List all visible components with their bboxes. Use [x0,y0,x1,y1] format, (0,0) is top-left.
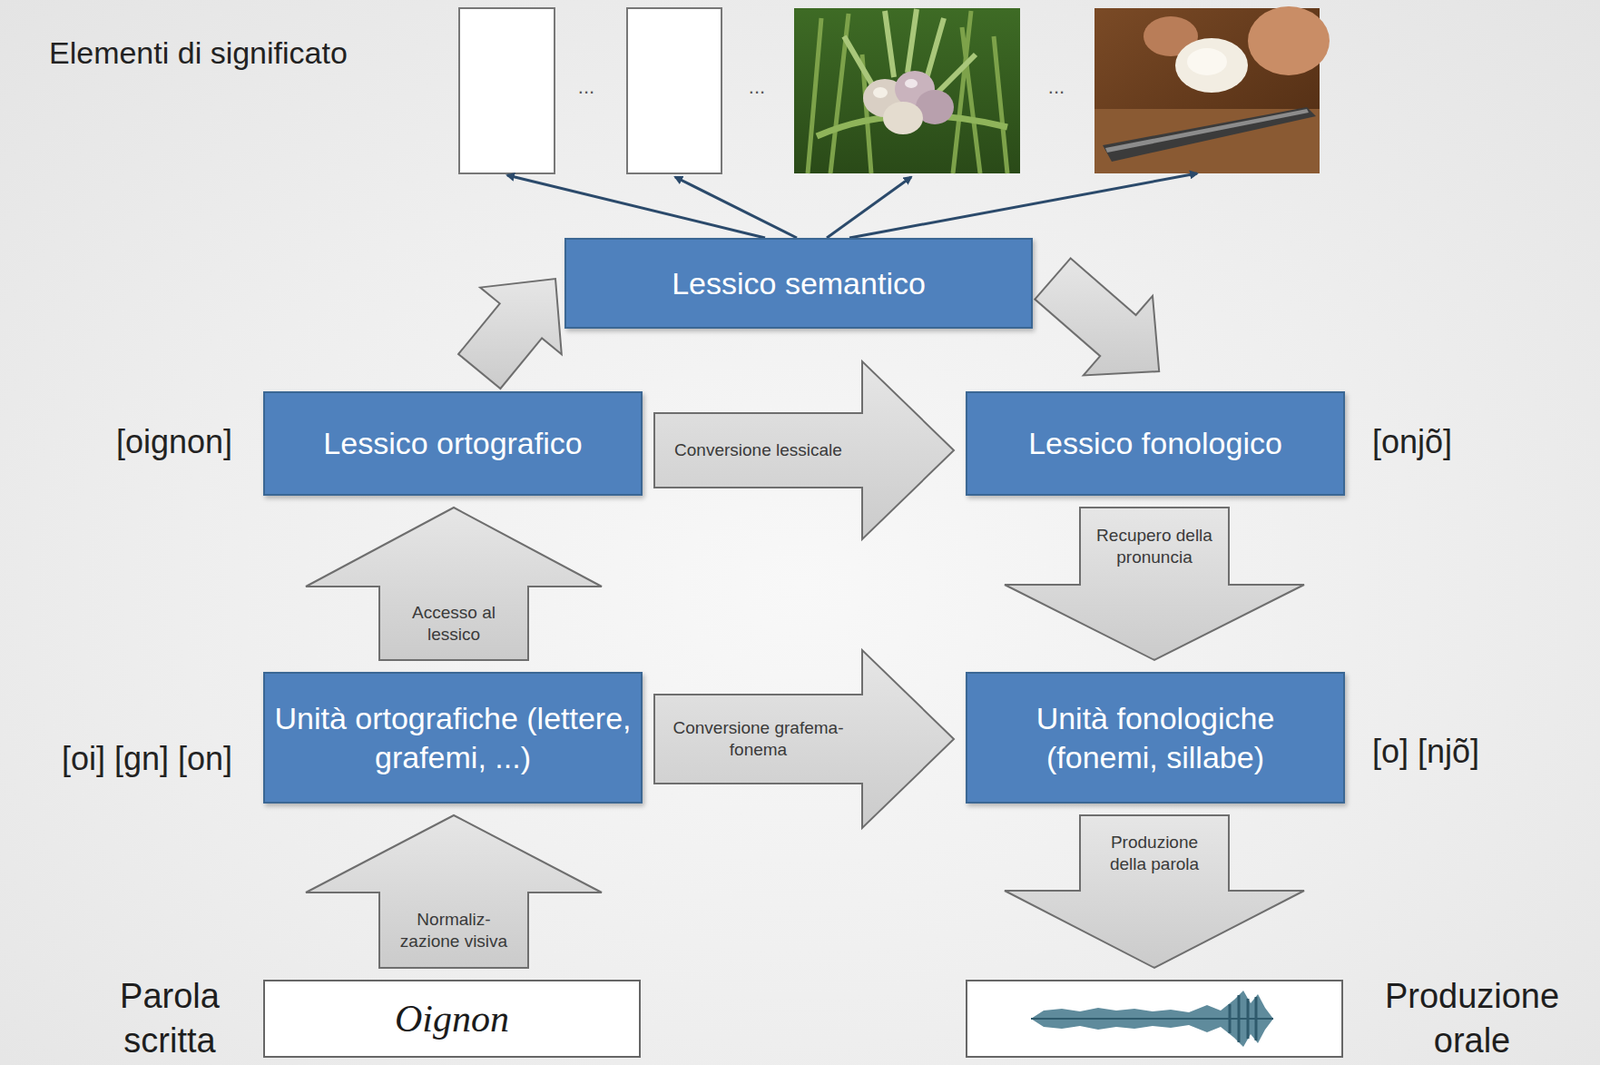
input-box: Parola scrittaOignon [263,979,641,1058]
sound-label: [onjõ] [1372,422,1453,462]
block-arrow [305,814,602,968]
ellipsis: ... [1048,75,1065,99]
units-box: Unità fonologiche (fonemi, sillabe) [965,671,1345,804]
arrow-label: Recupero della pronuncia [1095,524,1214,569]
block-arrow [458,278,562,389]
meaning-link [675,176,797,238]
meaning-link [849,173,1198,238]
spelling-label: [oignon] [116,422,233,462]
lexicon-box: Lessico semantico [564,237,1033,329]
output-box: Produzione orale [965,979,1344,1058]
block-arrow [654,649,954,828]
box-text: Lessico ortografico [323,423,582,463]
ellipsis: ... [748,75,766,99]
arrow-label: Normaliz- zazione visiva [394,908,513,953]
block-arrow [1004,507,1305,660]
box-text: Lessico semantico [671,264,926,304]
onion-cutting-photo [1094,6,1330,174]
units-box: Unità ortografiche (lettere, grafemi, ..… [263,671,643,804]
box-text: Lessico fonologico [1028,423,1283,463]
empty-meaning-box [627,8,722,174]
lexicon-box: Lessico fonologico [965,391,1345,496]
lexicon-box: Lessico ortografico [263,391,643,496]
arrow-label: Accesso al lessico [394,601,513,646]
block-arrow [305,507,602,660]
box-text: Unità fonologiche (fonemi, sillabe) [976,698,1335,776]
arrow-label: Conversione grafema-fonema [661,716,855,761]
section-title: Elementi di significato [49,35,348,71]
arrow-label: Produzione della parola [1095,831,1214,875]
empty-meaning-box [459,8,555,174]
sound-label: [o] [njõ] [1372,732,1480,771]
meaning-link [507,175,766,238]
box-text: Oignon [394,996,510,1041]
arrow-label: Conversione lessicale [674,439,843,462]
side-heading: Parola scritta [101,973,238,1064]
block-arrow [1004,814,1305,968]
box-text: Unità ortografiche (lettere, grafemi, ..… [274,698,632,776]
onion-plant-photo [794,8,1021,174]
spelling-label: [oi] [gn] [on] [61,739,233,778]
block-arrow [1034,257,1159,375]
side-heading: Produzione orale [1366,973,1578,1064]
ellipsis: ... [578,75,595,99]
block-arrow [654,361,954,540]
